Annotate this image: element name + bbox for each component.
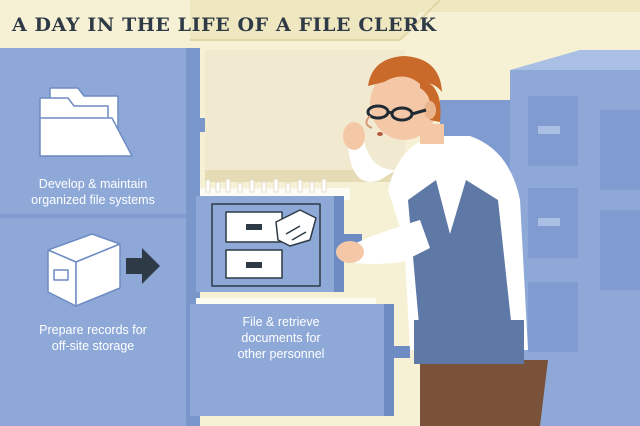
caption-line: off-site storage <box>51 339 135 353</box>
caption-line: other personnel <box>237 347 325 361</box>
bottom-drawer <box>190 298 410 416</box>
caption-line: Develop & maintain <box>38 177 148 191</box>
page-title: A DAY IN THE LIFE OF A FILE CLERK <box>12 14 437 36</box>
task-caption-retrieve: File & retrieve documents for other pers… <box>196 314 366 362</box>
box-arrow-icon <box>47 233 160 307</box>
file-clerk-character <box>336 56 548 426</box>
left-cabinet <box>0 48 212 426</box>
folders-icon <box>39 87 133 157</box>
task-caption-storage: Prepare records for off-site storage <box>8 322 178 354</box>
caption-line: documents for <box>241 331 321 345</box>
caption-line: File & retrieve <box>242 315 320 329</box>
file-drawer-hand-icon <box>211 203 321 287</box>
caption-line: Prepare records for <box>39 323 147 337</box>
caption-line: organized file systems <box>31 193 155 207</box>
task-caption-organize: Develop & maintain organized file system… <box>8 176 178 208</box>
